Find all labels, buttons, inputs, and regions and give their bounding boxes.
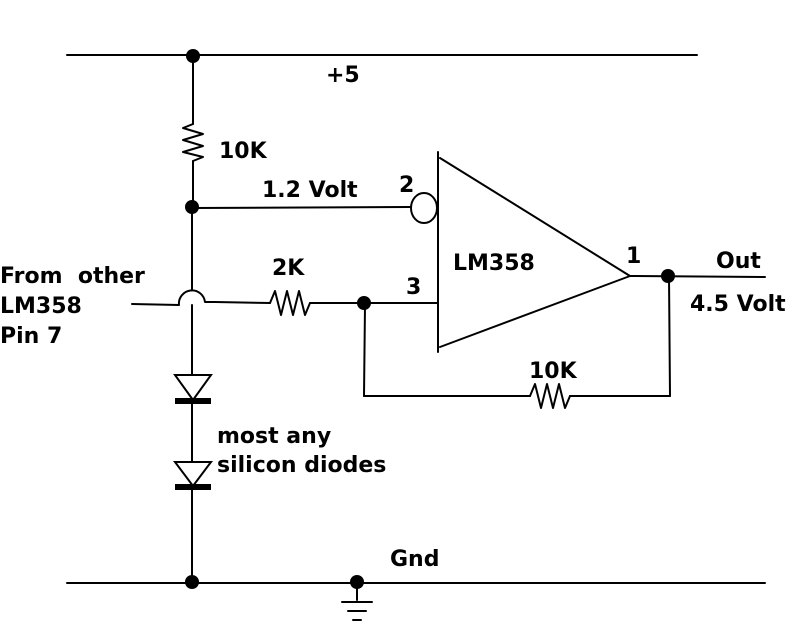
diode-1-bar	[175, 398, 211, 404]
wire-output	[629, 275, 766, 278]
label-bias-voltage: 1.2 Volt	[262, 178, 358, 203]
wire-feedback-left	[363, 304, 366, 397]
label-out: Out	[716, 249, 761, 274]
junction-output	[661, 269, 675, 283]
label-pin3: 3	[406, 275, 421, 300]
diode-2-bar	[175, 484, 211, 490]
junction-bias-node	[185, 200, 199, 214]
wire-feedback-right	[668, 276, 671, 397]
resistor-2k	[269, 290, 311, 316]
diode-1	[173, 374, 213, 402]
label-pin1: 1	[626, 244, 641, 269]
junction-gnd-left	[185, 575, 199, 589]
label-gnd: Gnd	[390, 547, 439, 572]
wire-bias-to-pin2	[191, 206, 411, 209]
label-opamp: LM358	[453, 251, 535, 276]
pin2-inverting-input	[410, 192, 438, 224]
label-from-line3: Pin 7	[0, 324, 62, 349]
resistor-10k-top	[182, 123, 204, 162]
wire-from-other-lm358	[131, 289, 271, 306]
label-r-top: 10K	[219, 139, 268, 164]
label-out-voltage: 4.5 Volt	[690, 292, 786, 317]
junction-supply	[186, 49, 200, 63]
label-r-feedback: 10K	[529, 359, 578, 384]
diode-2	[173, 461, 213, 488]
label-from-line1: From other	[0, 264, 145, 289]
label-from-line2: LM358	[0, 294, 82, 319]
resistor-10k-feedback	[529, 383, 571, 409]
ground-symbol	[341, 601, 373, 621]
junction-pin3-node	[357, 296, 371, 310]
label-pin2: 2	[399, 173, 414, 198]
label-diodes-line2: silicon diodes	[217, 453, 386, 478]
junction-gnd-mid	[350, 575, 364, 589]
label-r-input: 2K	[272, 256, 305, 281]
label-diodes-line1: most any	[217, 424, 331, 449]
label-supply: +5	[326, 63, 360, 88]
